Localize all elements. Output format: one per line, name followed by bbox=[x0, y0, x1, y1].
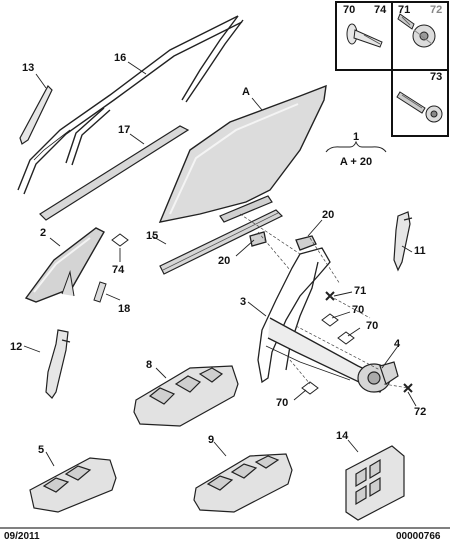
label-11: 11 bbox=[414, 245, 426, 257]
label-20-right: 20 bbox=[322, 209, 335, 221]
leader-lines bbox=[23, 61, 417, 467]
belt-seal bbox=[159, 209, 284, 275]
label-5: 5 bbox=[38, 444, 45, 456]
formula-text: A + 20 bbox=[339, 156, 373, 168]
label-8: 8 bbox=[146, 359, 153, 371]
inner-seal-strip bbox=[39, 125, 190, 221]
assembly-brace bbox=[325, 140, 387, 153]
label-14: 14 bbox=[336, 430, 349, 442]
screw-icon bbox=[397, 13, 436, 48]
rivet-icon bbox=[346, 23, 383, 48]
window-glass bbox=[158, 84, 327, 223]
label-A: A bbox=[242, 86, 250, 98]
label-9: 9 bbox=[208, 434, 215, 446]
regulator-motor bbox=[357, 361, 399, 393]
label-13: 13 bbox=[22, 62, 35, 74]
label-72: 72 bbox=[414, 406, 427, 418]
upper-trim-strip bbox=[19, 85, 53, 145]
label-71: 71 bbox=[354, 285, 367, 297]
label-74: 74 bbox=[112, 264, 125, 276]
long-screw-icon bbox=[396, 91, 443, 123]
label-70-c: 70 bbox=[276, 397, 289, 409]
label-1: 1 bbox=[352, 131, 360, 143]
switch-panel-9 bbox=[193, 453, 293, 513]
window-seal-strip bbox=[17, 15, 244, 195]
footer-reference: 00000766 bbox=[396, 531, 441, 542]
label-4: 4 bbox=[394, 338, 401, 350]
switch-panel-5 bbox=[29, 457, 117, 513]
label-20-left: 20 bbox=[218, 255, 231, 267]
label-18: 18 bbox=[118, 303, 131, 315]
rivet-squares bbox=[301, 313, 355, 395]
label-12: 12 bbox=[10, 341, 23, 353]
front-guide bbox=[45, 329, 71, 399]
assembly-formula: 1 A + 20 bbox=[326, 131, 386, 169]
small-clip bbox=[93, 281, 107, 303]
label-15: 15 bbox=[146, 230, 159, 242]
control-module bbox=[345, 445, 405, 521]
clip-square bbox=[111, 233, 129, 247]
label-17: 17 bbox=[118, 124, 131, 136]
label-3: 3 bbox=[240, 296, 247, 308]
inset-label-74: 74 bbox=[374, 4, 387, 16]
quarter-glass bbox=[24, 227, 105, 303]
inset-label-72: 72 bbox=[430, 4, 443, 16]
inset-label-70: 70 bbox=[343, 4, 356, 16]
label-70-b: 70 bbox=[366, 320, 379, 332]
assembly-lines bbox=[239, 213, 409, 389]
rear-guide bbox=[393, 211, 413, 272]
label-16: 16 bbox=[114, 52, 127, 64]
switch-panel-8 bbox=[133, 365, 239, 427]
footer-date: 09/2011 bbox=[4, 531, 40, 542]
glass-channel bbox=[219, 195, 273, 223]
inset-box-bottom bbox=[391, 69, 449, 137]
inset-label-73: 73 bbox=[430, 71, 443, 83]
label-2: 2 bbox=[40, 227, 47, 239]
inset-label-71: 71 bbox=[398, 4, 411, 16]
label-70-a: 70 bbox=[352, 304, 365, 316]
